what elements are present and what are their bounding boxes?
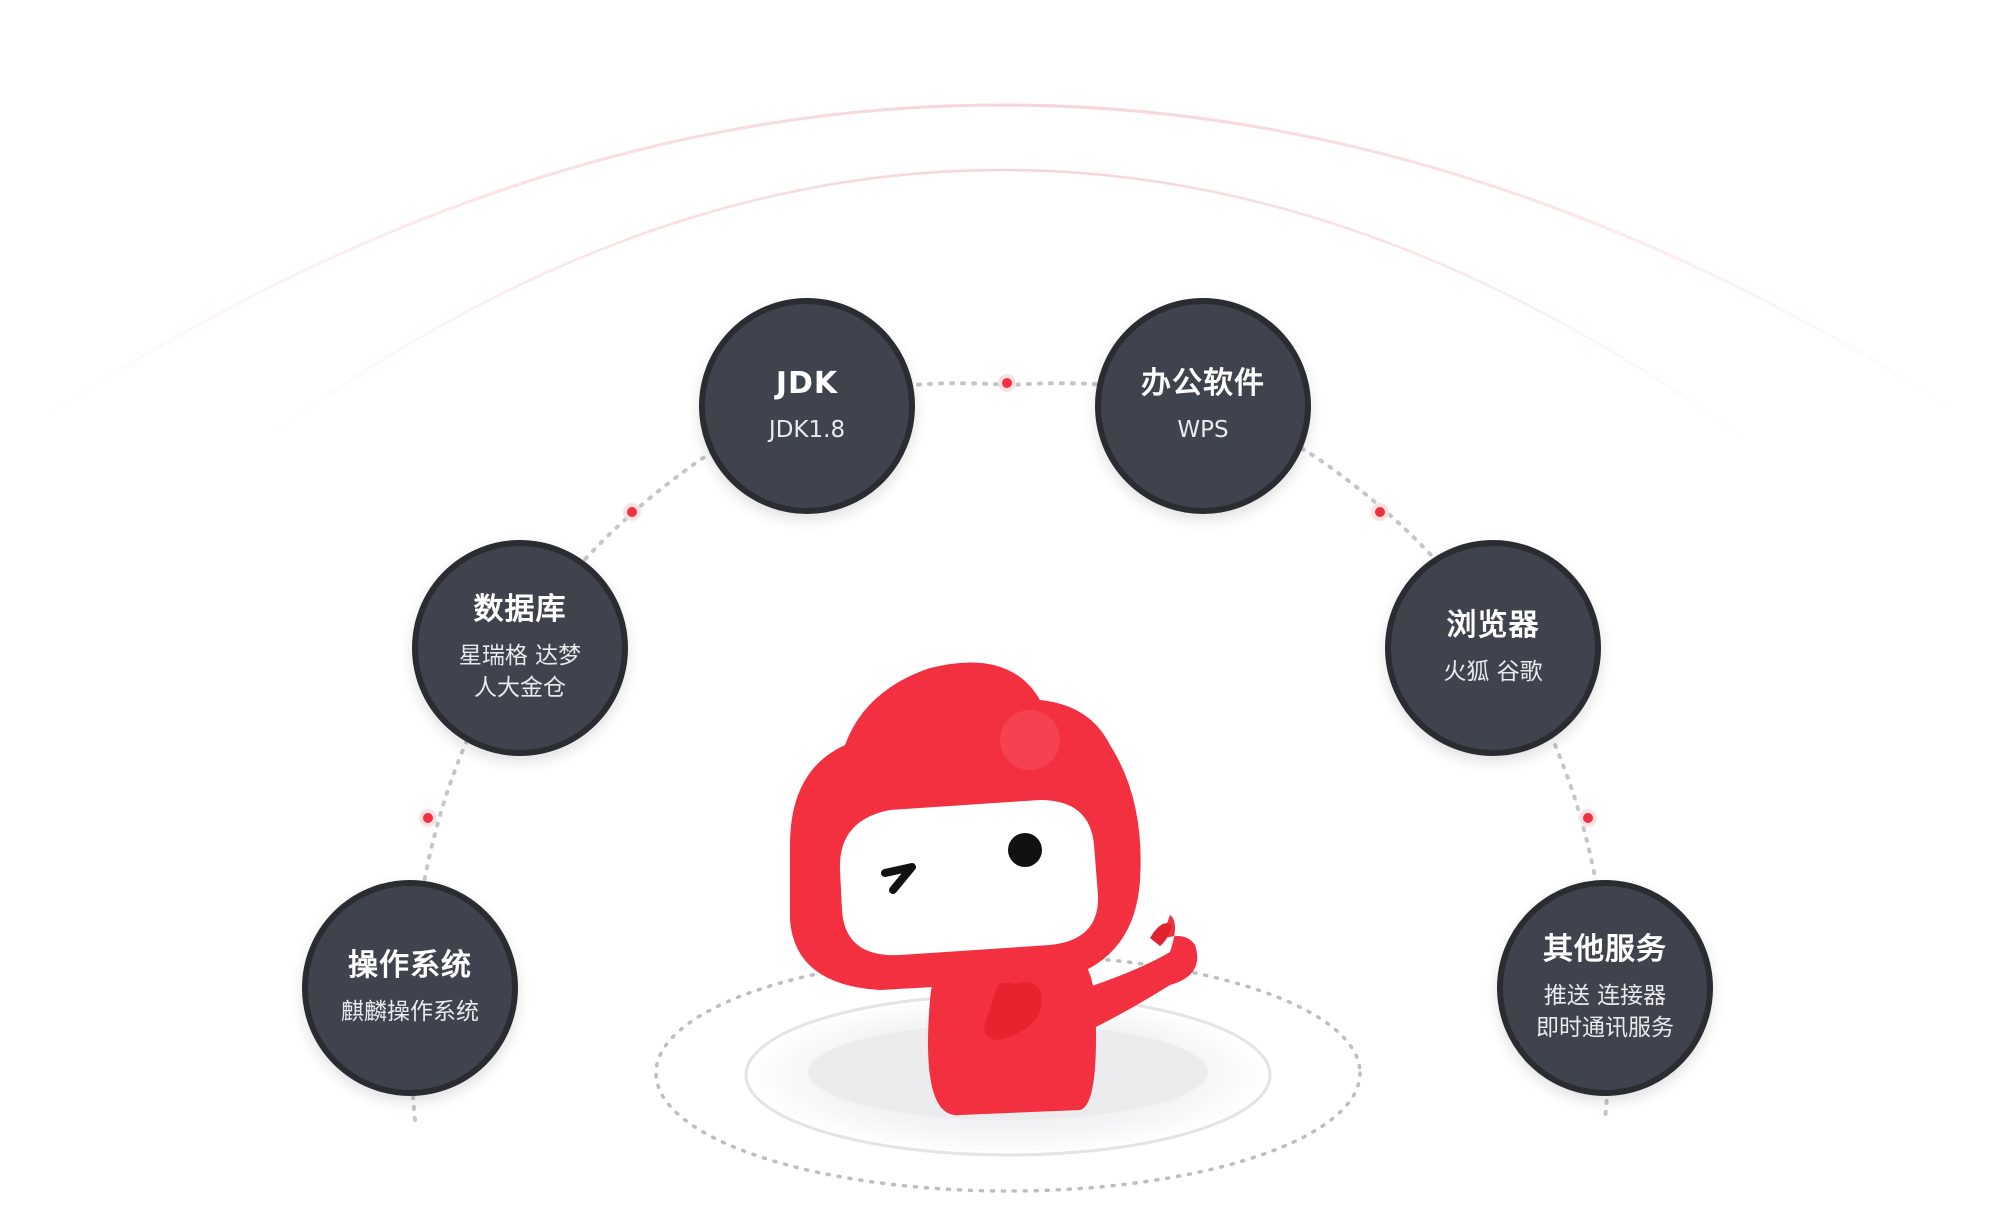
node-detail: 星瑞格 达梦 <box>458 643 582 669</box>
node-detail-2: 即时通讯服务 <box>1536 1015 1674 1041</box>
node-other-services: 其他服务 推送 连接器 即时通讯服务 <box>1497 880 1713 1096</box>
node-detail: 推送 连接器 <box>1543 983 1667 1009</box>
node-title: 数据库 <box>473 592 567 627</box>
node-detail: WPS <box>1177 417 1229 443</box>
outer-arc <box>39 103 1971 422</box>
connector-dots <box>419 374 1597 827</box>
node-title: 浏览器 <box>1446 608 1540 643</box>
inner-arc <box>249 168 1761 452</box>
node-detail: JDK1.8 <box>768 417 846 443</box>
node-database: 数据库 星瑞格 达梦 人大金仓 <box>412 540 628 756</box>
node-detail: 麒麟操作系统 <box>341 999 479 1025</box>
node-title: 其他服务 <box>1543 932 1667 967</box>
node-title: 办公软件 <box>1141 366 1265 401</box>
node-title: 操作系统 <box>348 948 472 983</box>
node-jdk: JDK JDK1.8 <box>699 298 915 514</box>
node-detail-2: 人大金仓 <box>474 675 566 701</box>
node-title: JDK <box>775 366 839 401</box>
node-browser: 浏览器 火狐 谷歌 <box>1385 540 1601 756</box>
node-office-software: 办公软件 WPS <box>1095 298 1311 514</box>
node-operating-system: 操作系统 麒麟操作系统 <box>302 880 518 1096</box>
node-detail: 火狐 谷歌 <box>1443 659 1543 685</box>
mascot-illustration <box>790 662 1198 1116</box>
